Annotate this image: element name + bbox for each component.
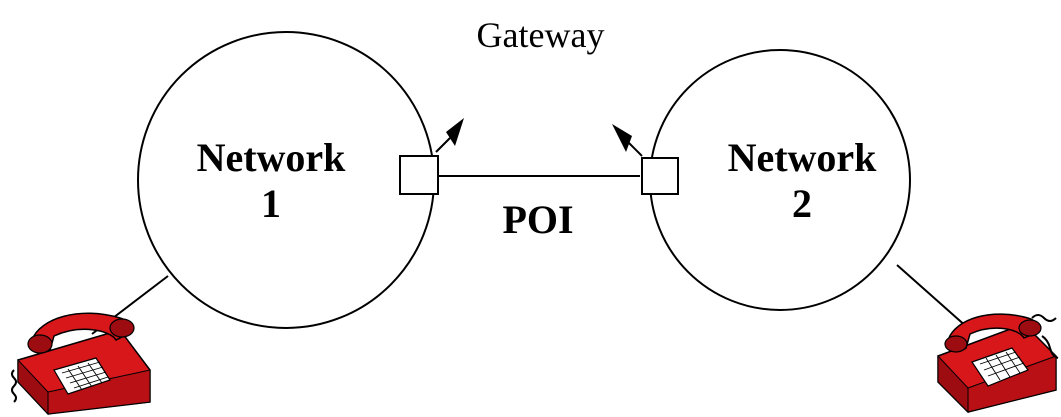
phone-2-connection-line: [896, 264, 969, 329]
gateway-box-left: [399, 155, 439, 195]
signal-flag-icon: [435, 118, 464, 153]
gateway-label: Gateway: [476, 15, 605, 55]
network-1-number: 1: [261, 181, 281, 226]
gateway-box-right: [641, 157, 679, 195]
network-1-name: Network: [196, 135, 346, 180]
poi-label: POI: [502, 197, 574, 242]
network-1-label: Network 1: [151, 135, 391, 227]
network-2-label: Network 2: [682, 135, 922, 227]
telephone-icon: [937, 313, 1059, 414]
network-2-number: 2: [792, 181, 812, 226]
signal-flag-icon: [612, 124, 643, 157]
network-2-name: Network: [727, 135, 877, 180]
telephone-icon: [11, 312, 151, 416]
